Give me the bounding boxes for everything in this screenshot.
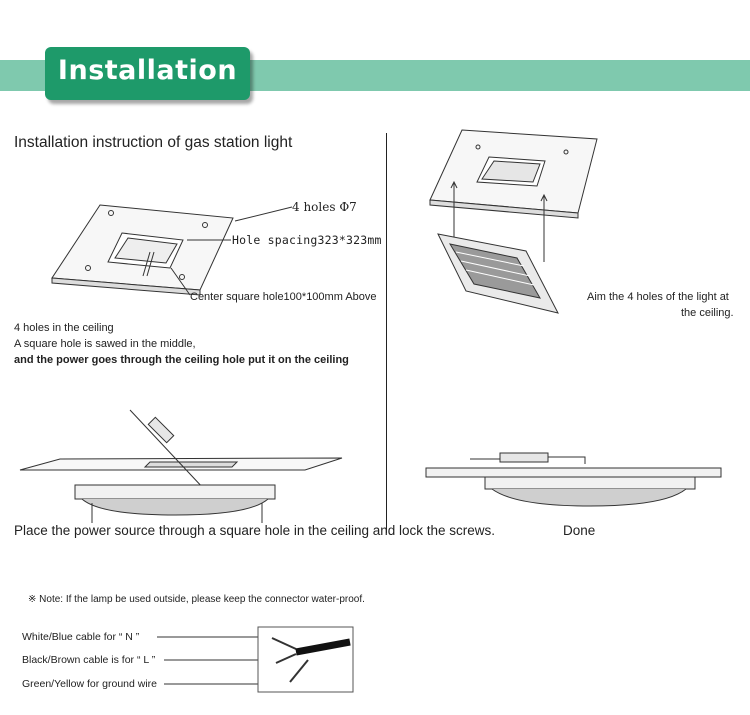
wire-n-label: White/Blue cable for “ N ” [22,631,140,643]
aim-text-line1: Aim the 4 holes of the light at [587,291,729,303]
vertical-divider [386,133,387,533]
done-caption: Done [563,523,596,538]
page-title: Installation [57,55,238,86]
ceiling-text-line1: 4 holes in the ceiling [14,322,114,334]
light-alignment-drawing [429,129,598,314]
aim-text-line2: the ceiling. [681,307,734,319]
installation-badge: Installation [45,47,250,100]
power-through-ceiling-drawing [19,409,343,523]
ceiling-plate-drawing [51,204,293,296]
instruction-heading: Installation instruction of gas station … [14,134,293,151]
ceiling-text-line2: A square hole is sawed in the middle, [14,338,196,350]
holes-label: 4 holes Φ7 [292,200,357,214]
waterproof-note: ※ Note: If the lamp be used outside, ple… [28,594,365,605]
place-caption: Place the power source through a square … [14,523,496,538]
wire-l-label: Black/Brown cable is for “ L ” [22,654,156,666]
center-hole-label: Center square hole100*100mm Above [190,291,377,303]
wire-ground-label: Green/Yellow for ground wire [22,678,158,690]
spacing-label: Hole spacing323*323mm [232,233,382,247]
ceiling-text-line3: and the power goes through the ceiling h… [14,354,349,366]
installed-light-drawing [425,452,722,507]
cable-wiring-drawing [157,626,354,693]
